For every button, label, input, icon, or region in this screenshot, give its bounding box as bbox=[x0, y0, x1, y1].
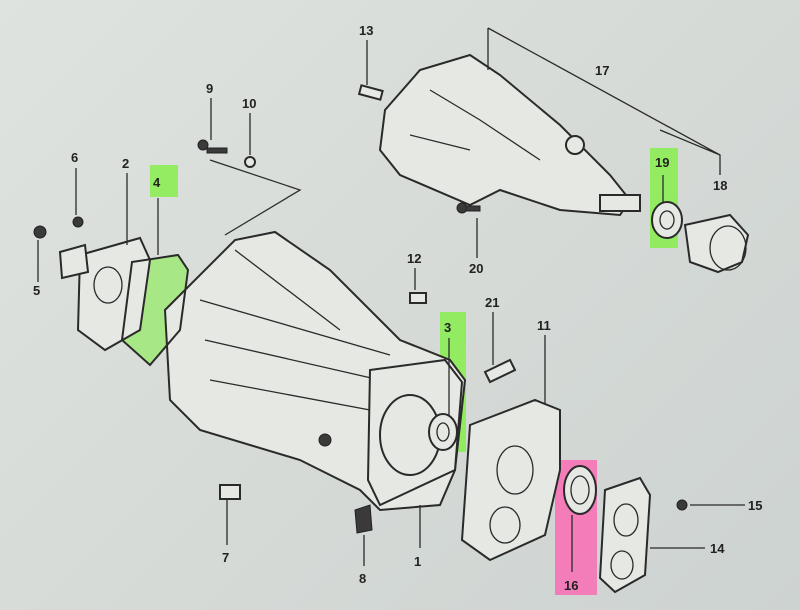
seal-19 bbox=[651, 201, 683, 239]
cap-18 bbox=[683, 213, 750, 274]
seal-3 bbox=[428, 413, 458, 451]
label-16: 16 bbox=[564, 578, 578, 593]
label-6: 6 bbox=[71, 150, 78, 165]
bearing-16 bbox=[563, 465, 597, 515]
label-10: 10 bbox=[242, 96, 256, 111]
label-20: 20 bbox=[469, 261, 483, 276]
extension-housing bbox=[378, 53, 641, 217]
gasket-14 bbox=[598, 476, 652, 594]
label-3: 3 bbox=[444, 320, 451, 335]
label-4: 4 bbox=[153, 175, 161, 190]
label-18: 18 bbox=[713, 178, 727, 193]
label-14: 14 bbox=[710, 541, 725, 556]
callout-labels: 1 2 3 4 5 6 7 8 9 10 11 12 13 14 15 16 1… bbox=[33, 23, 762, 593]
label-8: 8 bbox=[359, 571, 366, 586]
leader-lines bbox=[37, 27, 745, 572]
label-5: 5 bbox=[33, 283, 40, 298]
label-7: 7 bbox=[222, 550, 229, 565]
label-2: 2 bbox=[122, 156, 129, 171]
label-11: 11 bbox=[537, 318, 551, 333]
main-case bbox=[163, 230, 467, 512]
label-15: 15 bbox=[748, 498, 762, 513]
label-21: 21 bbox=[485, 295, 499, 310]
label-13: 13 bbox=[359, 23, 373, 38]
label-9: 9 bbox=[206, 81, 213, 96]
label-17: 17 bbox=[595, 63, 609, 78]
label-12: 12 bbox=[407, 251, 421, 266]
gasket-4 bbox=[120, 253, 190, 367]
label-1: 1 bbox=[414, 554, 421, 569]
label-19: 19 bbox=[655, 155, 669, 170]
highlight-4 bbox=[150, 165, 178, 197]
plate-11 bbox=[460, 398, 561, 562]
